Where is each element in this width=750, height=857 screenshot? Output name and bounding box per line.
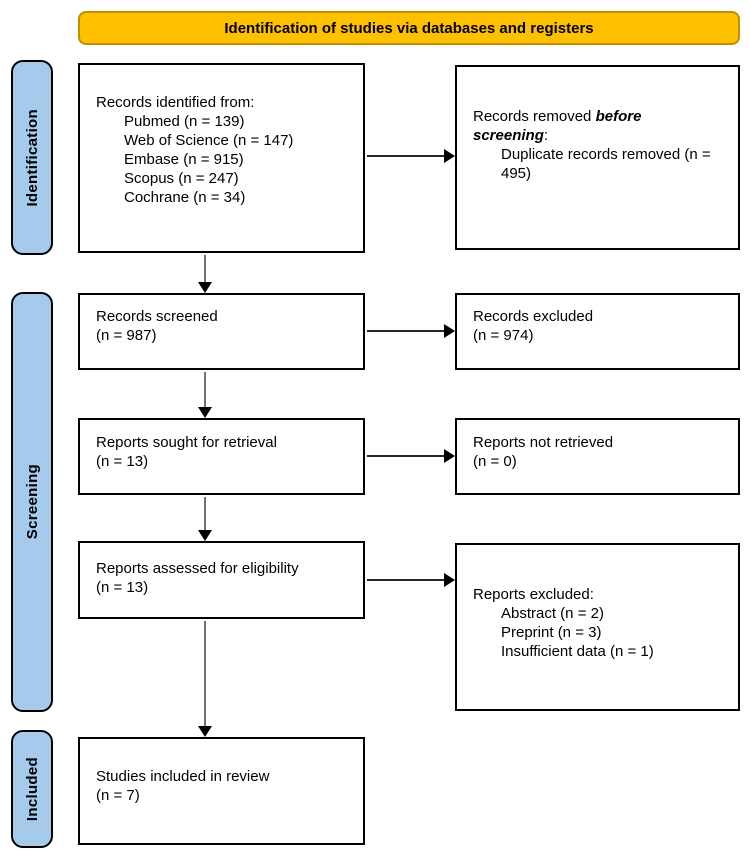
arrow-assessed-to-included [198, 621, 212, 737]
arrow-right-icon [444, 324, 455, 338]
arrow-down-icon [198, 726, 212, 737]
records-removed-item: Duplicate records removed (n = 495) [501, 146, 711, 182]
box-records-screened: Records screened (n = 987) [78, 293, 365, 370]
arrow-stem [204, 497, 206, 532]
reports-assessed-count: (n = 13) [96, 579, 149, 596]
records-removed-emphasis: before screening [473, 108, 642, 144]
arrow-stem [204, 621, 206, 728]
arrow-identified-to-screened [198, 255, 212, 293]
box-reports-excluded: Reports excluded: Abstract (n = 2) Prepr… [455, 543, 740, 711]
arrow-sought-to-assessed [198, 497, 212, 541]
arrow-identified-to-removed [367, 149, 455, 163]
phase-label-screening-text: Screening [23, 464, 41, 540]
box-reports-sought: Reports sought for retrieval (n = 13) [78, 418, 365, 495]
arrow-stem [204, 255, 206, 284]
records-screened-count: (n = 987) [96, 327, 157, 344]
arrow-screened-to-sought [198, 372, 212, 418]
arrow-stem [367, 579, 446, 581]
phase-label-identification: Identification [11, 60, 53, 255]
reports-not-retrieved-count: (n = 0) [473, 453, 517, 470]
phase-label-screening: Screening [11, 292, 53, 712]
box-reports-not-retrieved: Reports not retrieved (n = 0) [455, 418, 740, 495]
records-excluded-label: Records excluded [473, 308, 594, 325]
arrow-stem [367, 155, 446, 157]
records-removed-suffix: : [543, 127, 549, 144]
reports-assessed-label: Reports assessed for eligibility [96, 560, 299, 577]
reports-sought-label: Reports sought for retrieval [96, 434, 277, 451]
records-identified-item: Pubmed (n = 139) [124, 113, 245, 130]
arrow-screened-to-excluded [367, 324, 455, 338]
arrow-right-icon [444, 449, 455, 463]
studies-included-label: Studies included in review [96, 768, 270, 785]
arrow-sought-to-not-retrieved [367, 449, 455, 463]
reports-excluded-item: Preprint (n = 3) [501, 624, 602, 641]
arrow-right-icon [444, 573, 455, 587]
arrow-stem [367, 455, 446, 457]
box-reports-excluded-title: Reports excluded: [473, 586, 594, 603]
arrow-stem [204, 372, 206, 409]
arrow-down-icon [198, 407, 212, 418]
records-identified-item: Scopus (n = 247) [124, 170, 239, 187]
box-records-removed: Records removed before screening: Duplic… [455, 65, 740, 250]
phase-label-identification-text: Identification [23, 108, 41, 207]
phase-label-included-text: Included [23, 756, 41, 822]
reports-excluded-item: Insufficient data (n = 1) [501, 643, 654, 660]
diagram-header-banner: Identification of studies via databases … [78, 11, 740, 45]
phase-label-included: Included [11, 730, 53, 848]
records-removed-prefix: Records removed [473, 108, 596, 125]
diagram-title: Identification of studies via databases … [224, 19, 594, 37]
box-records-identified: Records identified from: Pubmed (n = 139… [78, 63, 365, 253]
records-identified-item: Web of Science (n = 147) [124, 132, 294, 149]
arrow-right-icon [444, 149, 455, 163]
box-records-removed-title: Records removed before screening: [473, 107, 678, 145]
records-identified-item: Cochrane (n = 34) [124, 189, 246, 206]
studies-included-count: (n = 7) [96, 787, 140, 804]
box-records-excluded: Records excluded (n = 974) [455, 293, 740, 370]
reports-sought-count: (n = 13) [96, 453, 149, 470]
box-studies-included: Studies included in review (n = 7) [78, 737, 365, 845]
arrow-assessed-to-reports-excluded [367, 573, 455, 587]
records-excluded-count: (n = 974) [473, 327, 534, 344]
box-reports-assessed: Reports assessed for eligibility (n = 13… [78, 541, 365, 619]
arrow-down-icon [198, 530, 212, 541]
reports-not-retrieved-label: Reports not retrieved [473, 434, 614, 451]
records-screened-label: Records screened [96, 308, 218, 325]
box-records-identified-title: Records identified from: [96, 94, 255, 111]
records-identified-item: Embase (n = 915) [124, 151, 244, 168]
arrow-stem [367, 330, 446, 332]
arrow-down-icon [198, 282, 212, 293]
reports-excluded-item: Abstract (n = 2) [501, 605, 604, 622]
